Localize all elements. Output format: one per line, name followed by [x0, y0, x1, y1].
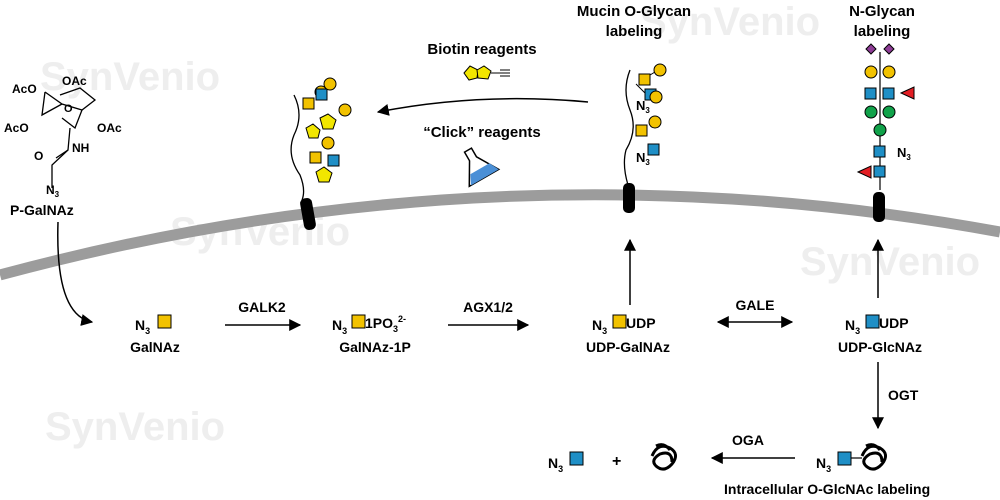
nh-label: NH: [72, 141, 89, 155]
nglycan-azide-label: N3: [897, 145, 911, 162]
galnaz1p-label: GalNAz-1P: [339, 339, 411, 355]
nglycan-title-line2: labeling: [854, 23, 911, 40]
nglycan-title-line1: N-Glycan: [849, 3, 915, 20]
plus-sign: +: [612, 453, 621, 470]
watermark-text: SynVenio: [800, 240, 980, 284]
p-galnaz-structure: [41, 87, 97, 188]
nglycan-glycoprotein: [856, 43, 915, 222]
gale-label: GALE: [736, 297, 775, 313]
acetyl-label: AcO: [12, 82, 37, 96]
uptake-arrow: [57, 221, 94, 326]
galnac-square: [351, 314, 366, 329]
protein-icon: [860, 443, 887, 471]
acetyl-label: AcO: [4, 121, 29, 135]
mucin-title-line2: labeling: [606, 23, 663, 40]
mucin-glycoprotein: [623, 63, 667, 213]
watermark-text: SynVenio: [640, 0, 820, 44]
watermark-layer: SynVenio SynVenio SynVenio SynVenio SynV…: [40, 0, 980, 449]
udp-label: UDP: [879, 315, 909, 331]
mucin-title-line1: Mucin O-Glycan: [577, 3, 691, 20]
galk2-label: GALK2: [238, 299, 286, 315]
click-reaction-arrow: [376, 97, 589, 116]
flask-icon: [463, 147, 501, 188]
galnaz1p-azide: N3: [332, 317, 347, 336]
acetyl-label: OAc: [62, 74, 87, 88]
mucin-azide-label: N3: [636, 150, 650, 167]
azide-label: N3: [46, 183, 60, 199]
galnaz-label: GalNAz: [130, 339, 180, 355]
mucin-azide-label: N3: [636, 98, 650, 115]
intracellular-label: Intracellular O-GlcNAc labeling: [724, 481, 930, 497]
labeled-glycoprotein: [290, 77, 352, 231]
click-label: “Click” reagents: [423, 124, 541, 141]
carbonyl-oxygen-label: O: [34, 149, 43, 163]
udp-label: UDP: [626, 315, 656, 331]
udpglcnaz-label: UDP-GlcNAz: [838, 339, 922, 355]
glcnac-square: [865, 314, 880, 329]
udpgalnaz-azide: N3: [592, 317, 607, 336]
protein-icon: [650, 443, 677, 471]
oga-label: OGA: [732, 432, 764, 448]
watermark-text: SynVenio: [45, 405, 225, 449]
ring-oxygen-label: O: [64, 103, 73, 115]
cell-membrane: [0, 189, 1000, 281]
galnac-square: [612, 314, 627, 329]
reagent-name: P-GalNAz: [10, 202, 74, 218]
phosphate-label: 1PO32-: [365, 314, 406, 334]
glcnac-square: [837, 451, 852, 466]
acetyl-label: OAc: [97, 121, 122, 135]
agx-label: AGX1/2: [463, 299, 513, 315]
galnac-square: [157, 314, 172, 329]
udpgalnaz-label: UDP-GalNAz: [586, 339, 670, 355]
oga-product-azide: N3: [548, 455, 563, 474]
galnaz-azide: N3: [135, 317, 150, 336]
udpglcnaz-azide: N3: [845, 317, 860, 336]
biotin-alkyne-icon: [463, 65, 510, 81]
ogt-label: OGT: [888, 387, 919, 403]
ogt-product-azide: N3: [816, 455, 831, 474]
glcnac-square: [569, 451, 584, 466]
biotin-label: Biotin reagents: [427, 41, 536, 58]
